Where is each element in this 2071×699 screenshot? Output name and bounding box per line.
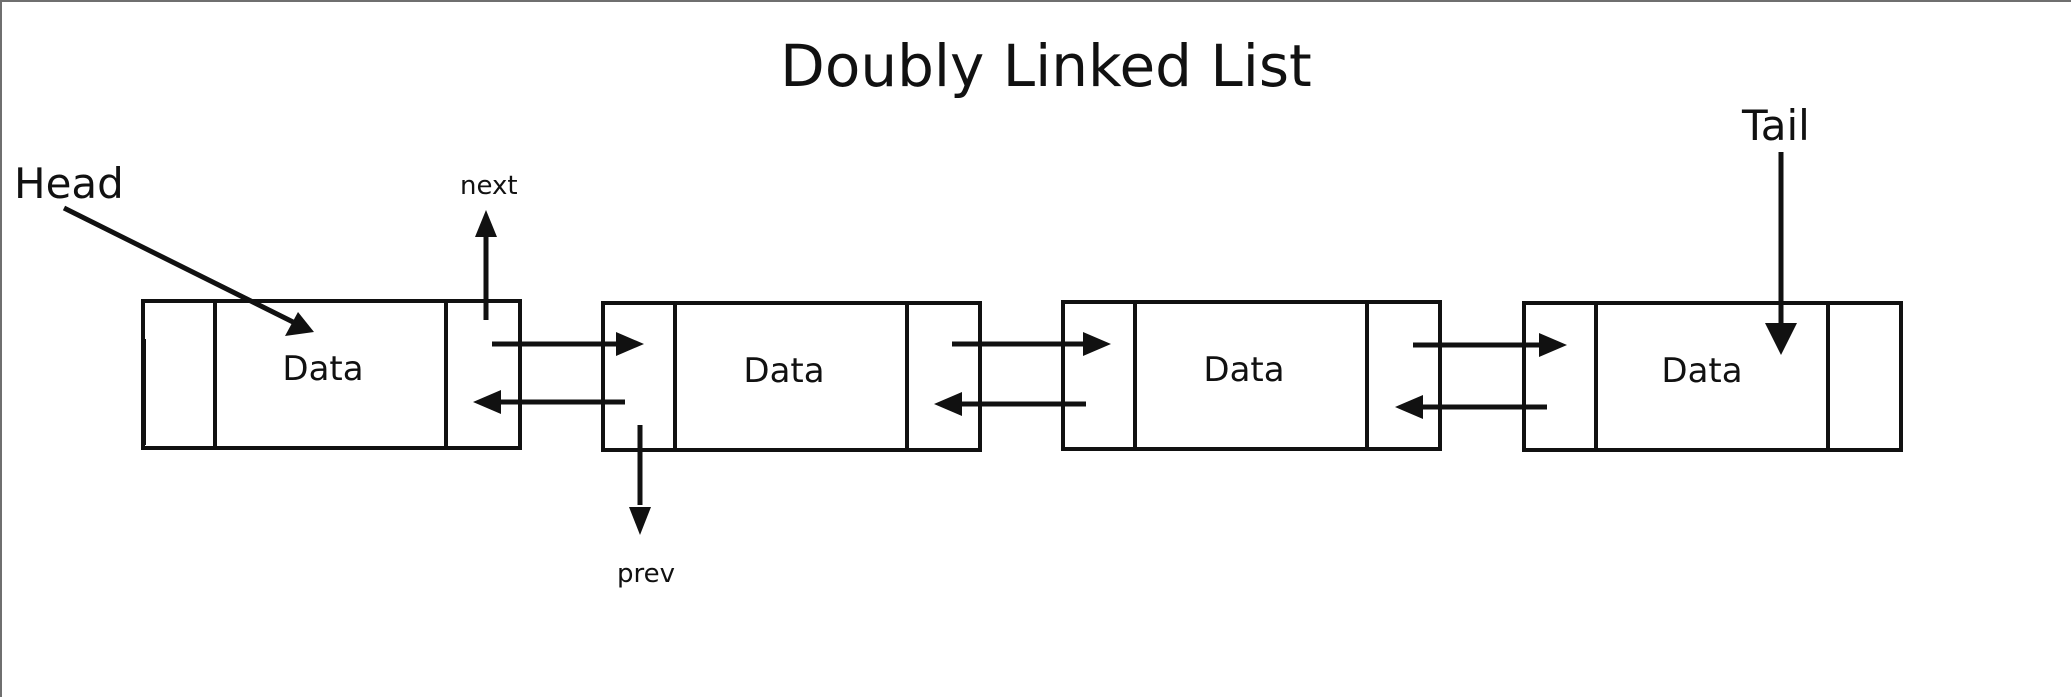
node-box: [141, 299, 522, 450]
node-box: [1522, 301, 1903, 452]
tail-label: Tail: [1741, 101, 1810, 150]
node-box: [601, 301, 982, 452]
next-label-arrow: [475, 210, 497, 320]
prev-link-arrow: [1395, 395, 1547, 419]
next-label: next: [460, 171, 518, 201]
next-link-arrow: [952, 332, 1111, 356]
next-link-arrow: [1413, 333, 1567, 357]
node-data-label: Data: [743, 351, 824, 391]
node-box: [1061, 300, 1442, 451]
list-node: Data: [1061, 300, 1442, 451]
node-data-label: Data: [282, 349, 363, 389]
node-data-label: Data: [1203, 350, 1284, 390]
list-node: Data: [601, 301, 982, 452]
head-pointer-arrow: [62, 205, 314, 336]
prev-label-arrow: [629, 425, 651, 535]
list-node: Data: [1522, 301, 1903, 452]
head-label: Head: [14, 159, 124, 208]
prev-label: prev: [617, 559, 675, 589]
diagram-title: Doubly Linked List: [780, 32, 1312, 100]
prev-link-arrow: [473, 390, 625, 414]
next-link-arrow: [492, 332, 644, 356]
list-node: Data: [141, 299, 522, 450]
tail-pointer-arrow: [1765, 152, 1797, 355]
node-data-label: Data: [1661, 351, 1742, 391]
prev-link-arrow: [934, 392, 1086, 416]
